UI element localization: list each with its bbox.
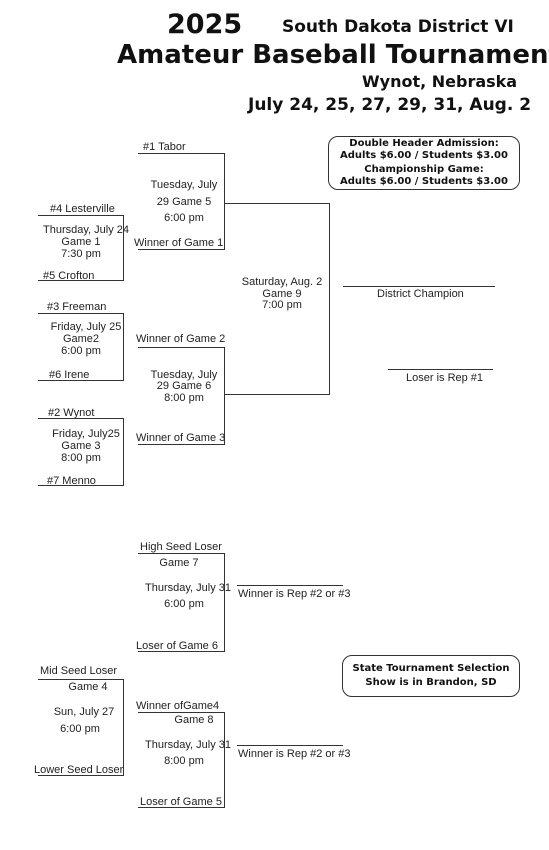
game6-date: Tuesday, July [150,369,218,381]
high-seed-loser: High Seed Loser [140,541,222,553]
line-game5-vertical [224,153,225,250]
game4-time: 6:00 pm [60,723,100,735]
team-irene: #6 Irene [49,369,90,381]
line-lower-seed-loser [38,775,124,776]
team-freeman: #3 Freeman [47,301,107,313]
game5-date: Tuesday, July [150,179,218,191]
line-game8-out [237,745,343,746]
team-wynot: #2 Wynot [48,407,95,419]
line-team1 [138,153,225,154]
team-crofton: #5 Crofton [43,270,95,282]
game7-time: 6:00 pm [164,598,204,610]
game3-time: 8:00 pm [61,452,101,464]
game3-label: Game 3 [61,440,101,452]
dates-heading: July 24, 25, 27, 29, 31, Aug. 2 [248,95,532,115]
line-game8-vertical [224,712,225,808]
game5-label: 29 Game 5 [156,196,212,208]
winner-rep-game7: Winner is Rep #2 or #3 [238,588,351,600]
game1-time: 7:30 pm [61,248,101,260]
line-team3 [38,313,124,314]
winner-rep-game8: Winner is Rep #2 or #3 [238,748,351,760]
admission-line-2: Adults $6.00 / Students $3.00 [340,150,508,161]
team-lesterville: #4 Lesterville [50,203,115,215]
loser-rep-1: Loser is Rep #1 [406,372,484,384]
game9-label: Game 9 [262,288,302,300]
line-loser-g6 [138,651,225,652]
game3-date: Friday, July25 [52,428,120,440]
line-team4 [38,215,124,216]
selection-box: State Tournament Selection Show is in Br… [342,655,520,697]
line-mid-seed-loser [38,679,124,680]
game8-label: Game 8 [174,714,214,726]
game2-time: 6:00 pm [61,345,101,357]
line-champion [343,286,495,287]
game9-time: 7:00 pm [262,299,302,311]
line-game6-vertical [224,347,225,445]
game7-label: Game 7 [159,557,199,569]
line-game9-vertical [329,203,330,395]
team-tabor: #1 Tabor [143,141,186,153]
admission-line-4: Adults $6.00 / Students $3.00 [340,176,508,187]
line-winner-g2 [138,347,225,348]
admission-box: Double Header Admission: Adults $6.00 / … [328,136,520,190]
game8-date: Thursday, July 31 [144,739,231,751]
admission-line-3: Championship Game: [364,164,484,175]
district-champion: District Champion [377,288,464,300]
game2-date: Friday, July 25 [50,321,122,333]
selection-line-1: State Tournament Selection [352,663,510,674]
line-loser-rep [388,369,493,370]
district-heading: South Dakota District VI [282,17,514,37]
game2-label: Game2 [62,333,100,345]
admission-line-1: Double Header Admission: [349,138,499,149]
game7-date: Thursday, July 31 [144,582,231,594]
game5-time: 6:00 pm [164,212,204,224]
line-game5-out [224,203,330,204]
title-heading: Amateur Baseball Tournament [117,40,549,70]
team-menno: #7 Menno [47,475,96,487]
game1-date: Thursday, July 24 [42,224,129,236]
game8-time: 8:00 pm [164,755,204,767]
year-heading: 2025 [167,9,243,40]
line-game4-vertical [123,679,124,776]
game4-label: Game 4 [68,681,108,693]
line-game1-vertical [123,215,124,281]
line-game3-vertical [123,418,124,486]
location-heading: Wynot, Nebraska [362,72,518,91]
line-game6-out [224,394,330,395]
game9-date: Saturday, Aug. 2 [241,276,323,288]
selection-line-2: Show is in Brandon, SD [365,677,497,688]
line-winner-g1 [138,249,225,250]
winner-game3: Winner of Game 3 [136,432,226,444]
loser-game6: Loser of Game 6 [136,640,218,652]
loser-game5: Loser of Game 5 [140,796,222,808]
winner-game4: Winner ofGame4 [136,700,220,712]
line-game2-vertical [123,313,124,381]
game1-label: Game 1 [61,236,101,248]
winner-game1: Winner of Game 1 [134,237,224,249]
mid-seed-loser: Mid Seed Loser [40,665,118,677]
line-team5 [38,280,124,281]
line-game7-out [237,585,343,586]
line-game7-vertical [224,553,225,652]
winner-game2: Winner of Game 2 [136,333,226,345]
line-winner-g4 [138,712,225,713]
line-winner-g3 [138,444,225,445]
line-team7 [38,485,124,486]
lower-seed-loser: Lower Seed Loser [34,764,124,776]
game6-time: 8:00 pm [164,392,204,404]
game6-label: 29 Game 6 [156,380,212,392]
line-loser-g5 [138,807,225,808]
line-team6 [38,380,124,381]
game4-date: Sun, July 27 [53,706,115,718]
line-team2 [38,418,124,419]
line-high-seed-loser [138,553,225,554]
